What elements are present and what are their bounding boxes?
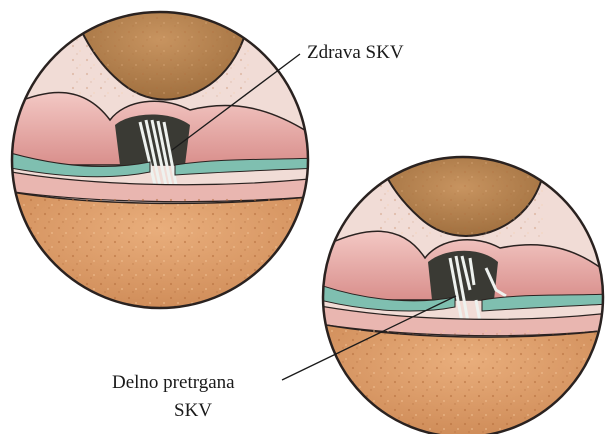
label-torn-acl-line1: Delno pretrgana <box>112 372 235 394</box>
label-healthy-acl: Zdrava SKV <box>307 42 404 64</box>
label-torn-acl-line2: SKV <box>174 400 212 422</box>
healthy-knee-circle <box>0 0 320 325</box>
torn-knee-circle <box>320 155 608 434</box>
